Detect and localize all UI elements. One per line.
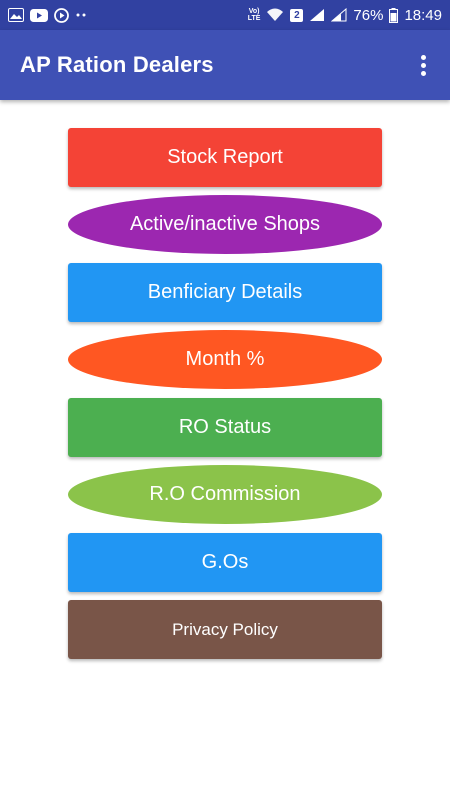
- gallery-icon: [8, 8, 24, 22]
- more-vert-icon[interactable]: [415, 49, 432, 82]
- sim-badge: 2: [290, 8, 304, 22]
- status-bar: Vo)LTE 2 76% 18:49: [0, 0, 450, 30]
- stock-report-button[interactable]: Stock Report: [68, 128, 382, 187]
- more-notifications-icon: [75, 12, 87, 18]
- signal-icon: [309, 8, 325, 22]
- active-inactive-shops-button[interactable]: Active/inactive Shops: [68, 195, 382, 254]
- youtube-icon: [30, 8, 48, 22]
- app-title: AP Ration Dealers: [20, 52, 214, 77]
- beneficiary-details-button[interactable]: Benficiary Details: [68, 263, 382, 322]
- volte-indicator: Vo)LTE: [247, 8, 261, 22]
- signal-icon-2: [331, 8, 347, 22]
- battery-icon: [389, 7, 399, 23]
- app-bar: AP Ration Dealers: [0, 30, 450, 100]
- ro-status-button[interactable]: RO Status: [68, 398, 382, 457]
- battery-percent: 76%: [353, 6, 384, 24]
- status-bar-right: Vo)LTE 2 76% 18:49: [248, 7, 442, 24]
- status-bar-left: [8, 7, 87, 23]
- ro-commission-button[interactable]: R.O Commission: [68, 465, 382, 524]
- play-circle-icon: [54, 7, 69, 23]
- month-percent-button[interactable]: Month %: [68, 330, 382, 389]
- privacy-policy-button[interactable]: Privacy Policy: [68, 600, 382, 659]
- clock: 18:49: [404, 6, 442, 24]
- wifi-icon: [266, 8, 284, 22]
- gos-button[interactable]: G.Os: [68, 533, 382, 592]
